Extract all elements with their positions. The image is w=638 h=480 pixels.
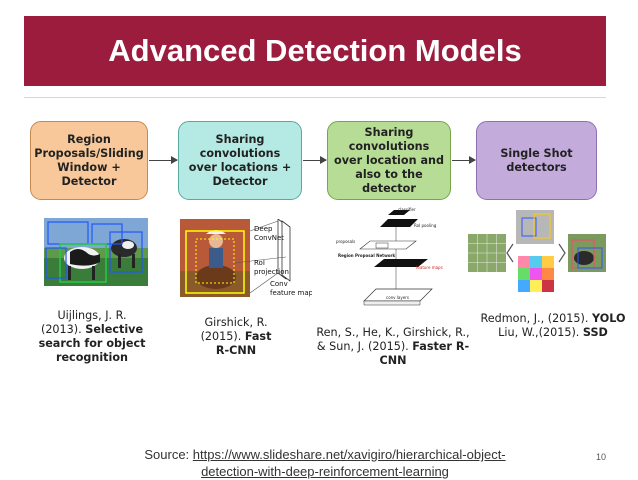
- citation-authors: Girshick, R. (2015).: [200, 316, 268, 343]
- citation-selective-search: Uijlings, J. R. (2013). Selective search…: [36, 309, 148, 365]
- citation-paper-title: Faster R-CNN: [379, 340, 470, 367]
- slide-number: 10: [595, 452, 606, 462]
- stage-label: Sharing convolutions over locations + De…: [188, 132, 292, 188]
- fast-rcnn-label-convnet: ConvNet: [254, 234, 284, 242]
- stage-label: Sharing convolutions over location and a…: [334, 125, 444, 195]
- source-prefix: Source:: [144, 447, 193, 462]
- faster-rcnn-diagram: conv layers feature maps proposals Regio…: [336, 207, 443, 306]
- fast-rcnn-diagram: Deep ConvNet RoI projection Conv feature…: [180, 219, 312, 297]
- source-link-line2[interactable]: detection-with-deep-reinforcement-learni…: [201, 464, 449, 479]
- citation-faster-rcnn: Ren, S., He, K., Girshick, R., & Sun, J.…: [313, 326, 473, 368]
- flow-arrow: [452, 156, 476, 164]
- source-link-line1[interactable]: https://www.slideshare.net/xavigiro/hier…: [192, 447, 506, 462]
- stage-sharing-convolutions-locations: Sharing convolutions over locations + De…: [178, 121, 302, 200]
- title-banner: Advanced Detection Models: [24, 16, 606, 86]
- citation-paper-title: YOLO: [592, 312, 626, 325]
- citation-authors: Redmon, J., (2015).: [480, 312, 593, 325]
- fast-rcnn-label-deep: Deep: [254, 225, 273, 233]
- stage-sharing-convolutions-detector: Sharing convolutions over location and a…: [327, 121, 451, 200]
- stage-region-proposals: Region Proposals/Sliding Window + Detect…: [30, 121, 148, 200]
- citation-fast-rcnn: Girshick, R. (2015). Fast R-CNN: [196, 316, 276, 358]
- title-divider: [24, 97, 606, 98]
- citation-authors: Ren, S., He, K., Girshick, R., & Sun, J.…: [316, 326, 470, 353]
- faster-rcnn-label-conv-layers: conv layers: [386, 295, 409, 300]
- citation-paper-title: SSD: [582, 326, 608, 339]
- source-note: Source: https://www.slideshare.net/xavig…: [90, 446, 560, 480]
- flow-arrow: [303, 156, 327, 164]
- citation-yolo-ssd: Redmon, J., (2015). YOLO Liu, W.,(2015).…: [478, 312, 628, 340]
- faster-rcnn-label-classifier: classifier: [398, 207, 416, 212]
- citation-authors: Uijlings, J. R. (2013).: [40, 309, 127, 336]
- single-shot-diagram: [468, 210, 606, 292]
- stage-single-shot: Single Shot detectors: [476, 121, 597, 200]
- faster-rcnn-label-roi-pooling: RoI pooling: [414, 223, 437, 228]
- faster-rcnn-label-feature-maps: feature maps: [416, 265, 443, 270]
- stage-label: Single Shot detectors: [500, 146, 573, 174]
- faster-rcnn-label-rpn: Region Proposal Network: [338, 253, 396, 258]
- citation-paper-title: Fast R-CNN: [215, 330, 272, 357]
- faster-rcnn-label-proposals: proposals: [336, 239, 355, 244]
- citation-authors: Liu, W.,(2015).: [498, 326, 583, 339]
- fast-rcnn-label-feature-map: feature map: [270, 289, 312, 297]
- fast-rcnn-label-projection: projection: [254, 268, 289, 276]
- fast-rcnn-label-roi: RoI: [254, 259, 265, 267]
- flow-arrow: [149, 156, 178, 164]
- citation-paper-title: Selective search for object recognition: [38, 323, 146, 364]
- stage-label: Region Proposals/Sliding Window + Detect…: [34, 132, 144, 188]
- ssd-color-grid: [518, 256, 554, 292]
- fast-rcnn-label-conv: Conv: [270, 280, 288, 288]
- slide-title: Advanced Detection Models: [108, 33, 522, 68]
- selective-search-image: [44, 218, 148, 286]
